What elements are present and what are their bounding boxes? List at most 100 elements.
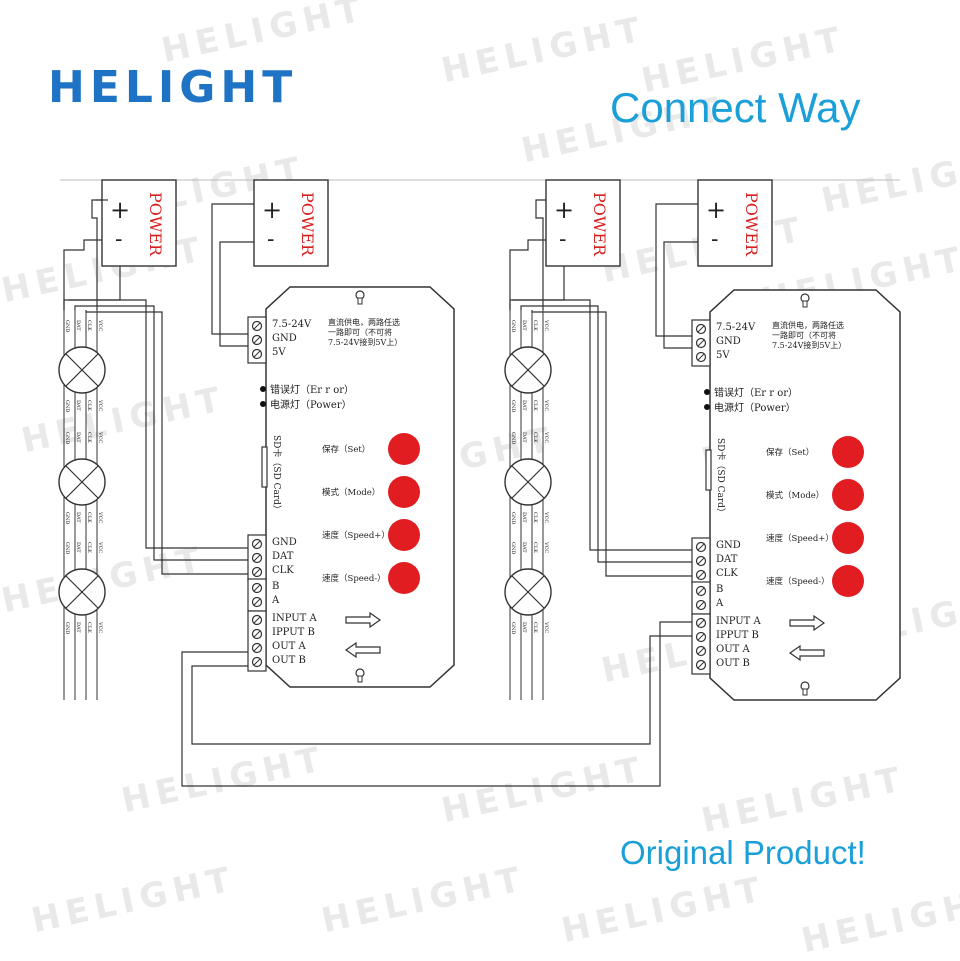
bus-terminal-label: OUT B [716,658,750,669]
sd-card-slot [705,449,712,491]
terminal-screw-slot [253,568,261,576]
power-label: POWER [590,192,609,257]
sd-card-slot [261,446,268,488]
mounting-slot [802,300,808,308]
control-button [832,479,864,511]
power-terminal-label: 7.5-24V [716,322,756,333]
lamp-pin-label: GND [510,542,516,554]
signal-terminal-label: GND [272,537,297,548]
data-wire [520,305,692,563]
power-terminal-label: GND [272,333,297,344]
mounting-slot [357,675,363,683]
control-button [832,436,864,468]
lamp-pin-label: VCC [543,399,549,411]
power-wire [655,203,698,337]
lamp-pin-label: DAT [75,512,81,523]
bus-terminal-label: IPPUT B [716,630,759,641]
lamp-pin-label: GND [510,320,516,332]
lamp-pin-label: DAT [75,622,81,633]
indicator-label: 电源灯（Power） [714,401,796,414]
power-label: POWER [742,192,761,257]
lamp-pin-label: DAT [521,512,527,523]
lamp-pin-label: GND [64,542,70,554]
terminal-screw-slot [253,644,261,652]
power-terminal-label: 5V [272,347,286,358]
terminal-screw-slot [253,540,261,548]
output-arrow [344,641,381,659]
terminal-screw-slot [697,325,705,333]
button-label: 速度（Speed+） [766,533,834,544]
power-supply: +-POWER [253,179,329,267]
bus-terminal-label: INPUT A [716,616,762,627]
lamp-pin-label: GND [64,320,70,332]
lamp-pin-label: VCC [543,621,549,633]
power-note-line: 7.5-24V接到5V上） [328,337,402,347]
indicator-led [260,401,266,407]
lamp-pin-label: VCC [97,399,103,411]
helight-logo: HELIGHT [48,62,298,113]
indicator-led [704,404,710,410]
lamp-pin-label: GND [64,512,70,524]
lamp-pin-label: DAT [75,542,81,553]
power-plus-sign: + [554,196,574,224]
lamp-pin-label: VCC [97,511,103,523]
power-supply-box [545,179,621,267]
lamp-pin-label: CLK [86,400,92,411]
terminal-screw-slot [697,661,705,669]
pixel-lamp-cross [511,465,545,499]
terminal-block [247,610,267,672]
power-minus-sign: - [267,227,274,252]
lamp-pin-label: GND [510,432,516,444]
lamp-pin-label: DAT [75,400,81,411]
signal-terminal-label: CLK [272,565,294,576]
power-plus-sign: + [110,196,130,224]
power-wire [211,203,254,335]
terminal-screw-slot [697,339,705,347]
mounting-slot [357,297,363,305]
bus-terminal-label: A [271,595,280,606]
signal-terminal-label: DAT [716,554,738,565]
lamp-pin-label: CLK [532,622,538,633]
power-plus-sign: + [262,196,282,224]
lamp-chain: GND DAT CLK VCC GND DAT CLK VCC GND DAT CLK VCC GND D… [58,310,106,700]
data-wire [509,299,692,551]
lamp-pin-label: VCC [97,431,103,443]
lamp-pin-label: CLK [532,400,538,411]
bus-terminal-label: INPUT A [272,613,318,624]
pixel-lamp-cross [511,575,545,609]
signal-terminal-label: DAT [272,551,294,562]
lamp-pin-label: CLK [86,542,92,553]
pixel-lamp-cross [511,353,545,387]
power-supply-box [697,179,773,267]
lamp-pin-label: CLK [86,622,92,633]
cascade-wire [191,635,692,745]
lamp-pin-label: VCC [543,541,549,553]
power-wire [663,241,698,349]
lamp-pin-label: GND [510,622,516,634]
bus-terminal-label: OUT A [272,641,306,652]
terminal-screw-slot [697,633,705,641]
lamp-pin-label: CLK [86,432,92,443]
lamp-pin-label: CLK [532,542,538,553]
lamp-pin-label: CLK [532,432,538,443]
control-button [388,519,420,551]
power-wire [219,241,254,347]
power-wire [535,199,546,310]
power-plus-sign: + [706,196,726,224]
lamp-pin-label: VCC [97,319,103,331]
power-terminal-label: GND [716,336,741,347]
power-minus-sign: - [711,227,718,252]
power-wire [512,266,565,301]
power-supply-box [101,179,177,267]
terminal-screw-slot [697,557,705,565]
signal-terminal-label: GND [716,540,741,551]
lamp-pin-label: GND [64,622,70,634]
button-label: 速度（Speed-） [766,576,830,587]
bus-terminal-label: OUT B [272,655,306,666]
input-arrow [345,611,382,629]
indicator-label: 电源灯（Power） [270,398,352,411]
terminal-screw-slot [253,322,261,330]
